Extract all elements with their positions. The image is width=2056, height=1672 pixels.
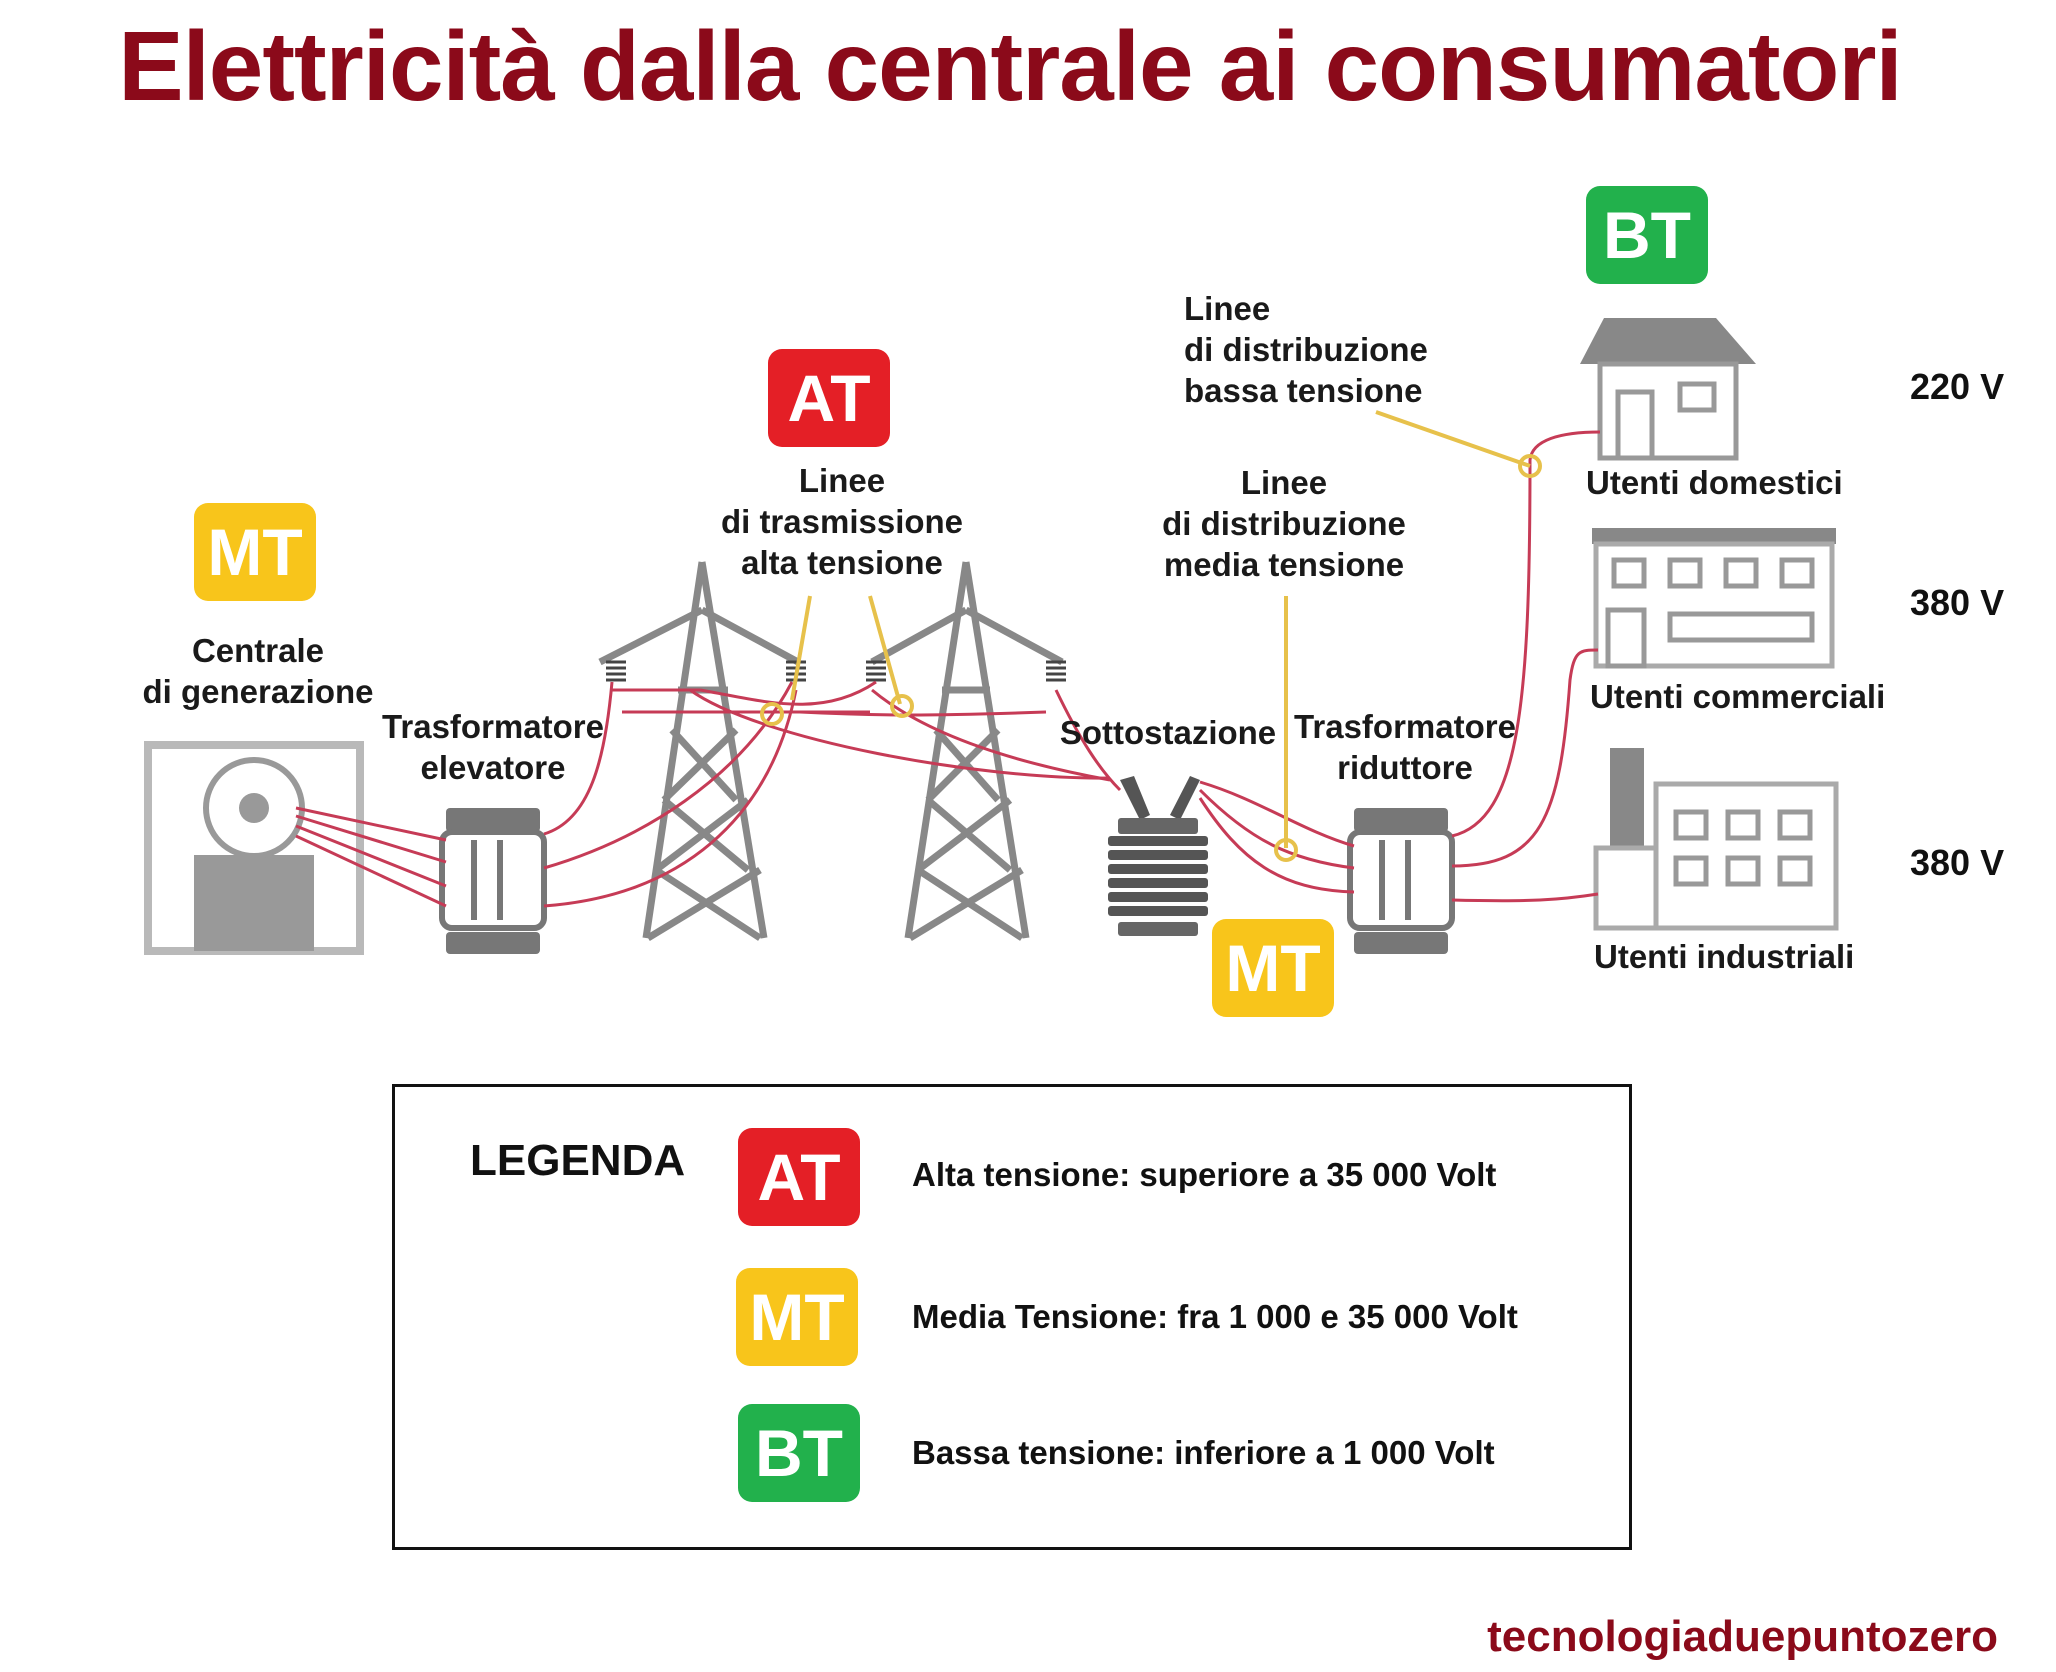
label-linee-media-tensione: Linee di distribuzione media tensione (1162, 464, 1406, 583)
commercial-building-icon (1592, 528, 1836, 669)
factory-icon (1593, 748, 1839, 931)
power-plant-icon (144, 741, 364, 955)
legend-at-text: Alta tensione: superiore a 35 000 Volt (912, 1156, 1497, 1193)
label-trasformatore-elevatore: Trasformatore elevatore (382, 708, 604, 786)
bt-badge-users: BT (1586, 186, 1708, 284)
label-trasformatore-riduttore: Trasformatore riduttore (1294, 708, 1516, 786)
page-title: Elettricità dalla centrale ai consumator… (118, 11, 1903, 121)
label-utenti-domestici: Utenti domestici (1586, 464, 1843, 501)
legend-box (392, 1084, 1632, 1550)
transmission-tower-1-icon (598, 561, 800, 941)
footer-brand: tecnologiaduepuntozero (1487, 1612, 1998, 1661)
voltage-domestici: 220 V (1910, 366, 2005, 407)
transmission-tower-2-icon (870, 561, 1064, 941)
legend-bt-text: Bassa tensione: inferiore a 1 000 Volt (912, 1434, 1495, 1471)
legend-mt-text: Media Tensione: fra 1 000 e 35 000 Volt (912, 1298, 1518, 1335)
voltage-industriali: 380 V (1910, 842, 2005, 883)
house-icon (1580, 318, 1756, 461)
label-linee-bassa-tensione: Linee di distribuzione bassa tensione (1184, 290, 1428, 409)
legend-at-badge: AT (738, 1128, 860, 1226)
mt-badge-substation: MT (1212, 919, 1334, 1017)
substation-transformer-icon (1108, 776, 1208, 936)
legend-title: LEGENDA (470, 1136, 686, 1185)
label-utenti-industriali: Utenti industriali (1594, 938, 1855, 975)
label-centrale: Centrale di generazione (142, 632, 374, 710)
callout-pointers (760, 410, 1542, 862)
power-lines (295, 430, 1601, 908)
step-up-transformer-icon (439, 808, 547, 954)
legend-bt-badge: BT (738, 1404, 860, 1502)
mt-badge-generation: MT (194, 503, 316, 601)
insulators (606, 660, 1066, 682)
legend-mt-badge: MT (736, 1268, 858, 1366)
label-sottostazione: Sottostazione (1059, 714, 1277, 751)
voltage-commerciali: 380 V (1910, 582, 2005, 623)
at-badge-transmission: AT (768, 349, 890, 447)
step-down-transformer-icon (1347, 808, 1455, 954)
label-utenti-commerciali: Utenti commerciali (1590, 678, 1886, 715)
label-linee-alta-tensione: Linee di trasmissione alta tensione (720, 462, 964, 581)
